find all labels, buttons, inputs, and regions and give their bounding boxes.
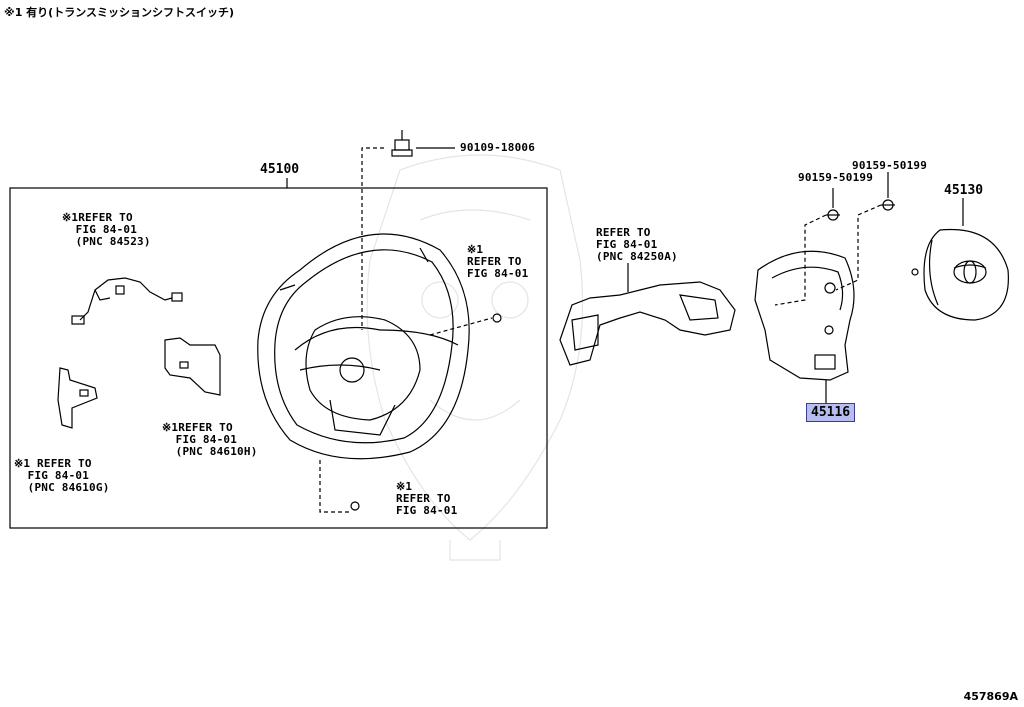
cover-45116 [754,250,855,381]
part-label-90109-18006[interactable]: 90109-18006 [460,141,536,154]
part-label-45116[interactable]: 45116 [806,403,856,422]
harness-84523 [71,277,183,325]
figure-id: 457869A [963,690,1018,703]
switch-84610G [57,367,98,429]
ref-84610H[interactable]: ※1REFER TO FIG 84-01 (PNC 84610H) [162,421,258,458]
assembly-frame [9,187,548,529]
airbag-45130 [911,228,1009,321]
steering-wheel-drawing [257,233,470,460]
part-label-90159-50199-a[interactable]: 90159-50199 [852,159,928,172]
ref-84523[interactable]: ※1REFER TO FIG 84-01 (PNC 84523) [62,211,151,248]
header-note: ※1 有り(トランスミッションシフトスイッチ) [4,6,235,19]
part-label-90159-50199-b[interactable]: 90159-50199 [798,171,874,184]
switch-84250A [559,281,736,366]
watermark [366,154,584,561]
ref-fig-84-01-right[interactable]: ※1 REFER TO FIG 84-01 [467,243,529,280]
part-label-45100[interactable]: 45100 [260,162,300,177]
bolt-90159-a [826,209,840,221]
switch-84610H [164,337,221,396]
ref-84610G[interactable]: ※1 REFER TO FIG 84-01 (PNC 84610G) [14,457,110,494]
bolt-90159-b [881,199,895,211]
ref-84250A[interactable]: REFER TO FIG 84-01 (PNC 84250A) [596,226,678,263]
ref-fig-84-01-bottom[interactable]: ※1 REFER TO FIG 84-01 [396,480,458,517]
bolt-90109 [391,130,413,157]
part-label-45130[interactable]: 45130 [944,183,984,198]
